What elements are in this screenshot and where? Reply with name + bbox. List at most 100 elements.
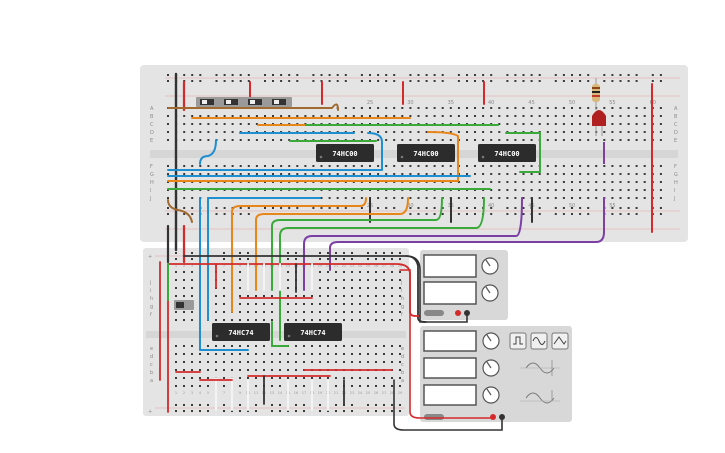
column-number: 25: [367, 100, 373, 106]
row-letter: J: [149, 196, 151, 202]
column-number: 26: [374, 391, 378, 395]
resistor[interactable]: [592, 78, 600, 110]
wire-green[interactable]: [271, 197, 443, 291]
row-letter: d: [401, 354, 404, 360]
chip-74hc00-3[interactable]: 74HC00: [478, 144, 536, 162]
column-number: 19: [318, 391, 322, 395]
row-letter: F: [150, 164, 153, 170]
column-number: 25: [366, 391, 370, 395]
triangle-wave-icon[interactable]: [551, 332, 569, 350]
voltage-display: [423, 254, 477, 278]
row-letter: h: [401, 296, 404, 302]
wire-blue[interactable]: [207, 197, 321, 321]
wire-purple[interactable]: [329, 197, 605, 271]
column-number: 1: [175, 264, 177, 268]
column-number: 29: [398, 264, 402, 268]
wire-green[interactable]: [271, 321, 289, 347]
row-letter: B: [674, 114, 678, 120]
row-letter: I: [674, 188, 675, 194]
wire-black[interactable]: [393, 379, 503, 431]
wire-white[interactable]: [247, 263, 313, 291]
chip-74hc74-1[interactable]: 74HC74: [212, 323, 270, 341]
column-number: 21: [334, 264, 338, 268]
wire-brown[interactable]: [167, 103, 339, 111]
row-letter: a: [401, 378, 404, 384]
row-letter: c: [401, 362, 404, 368]
row-letter: H: [674, 180, 678, 186]
row-letter: F: [674, 164, 677, 170]
wire-purple[interactable]: [303, 197, 523, 291]
column-number: 2: [183, 391, 185, 395]
dip-switch-bank[interactable]: [196, 97, 292, 107]
amplitude-display: [423, 357, 477, 379]
chip-label: 74HC74: [300, 329, 325, 337]
column-number: 3: [191, 391, 193, 395]
led[interactable]: [592, 110, 606, 136]
row-letter: g: [150, 304, 153, 310]
function-generator[interactable]: [420, 326, 572, 422]
wire-blue[interactable]: [167, 132, 383, 171]
column-number: 26: [374, 264, 378, 268]
wire-blue[interactable]: [199, 139, 217, 165]
column-number: 19: [318, 264, 322, 268]
column-number: 50: [569, 100, 575, 106]
row-letter: e: [150, 346, 153, 352]
chip-label: 74HC00: [413, 150, 438, 158]
row-letter: j: [149, 280, 151, 286]
wire-red[interactable]: [175, 371, 233, 381]
row-letter: D: [674, 130, 678, 136]
wire-black[interactable]: [405, 255, 468, 323]
row-letter: E: [674, 138, 677, 144]
column-number: 3: [191, 264, 193, 268]
wire-orange[interactable]: [167, 131, 459, 182]
row-letter: f: [150, 312, 152, 318]
chip-74hc74-2[interactable]: 74HC74: [284, 323, 342, 341]
generator-power-switch[interactable]: [424, 414, 444, 420]
row-letter: b: [401, 370, 404, 376]
wire-orange[interactable]: [255, 197, 409, 291]
power-supply[interactable]: [420, 250, 508, 320]
column-number: 21: [334, 391, 338, 395]
row-letter: g: [401, 304, 404, 310]
row-letter: G: [674, 172, 678, 178]
chip-74hc00-1[interactable]: 74HC00: [316, 144, 374, 162]
row-letter: b: [150, 370, 153, 376]
column-number: 27: [382, 264, 386, 268]
column-number: 25: [366, 264, 370, 268]
row-letter: i: [401, 288, 402, 294]
column-number: 9: [239, 264, 241, 268]
column-number: 27: [382, 391, 386, 395]
wire-red[interactable]: [399, 269, 494, 419]
column-number: 40: [488, 203, 494, 209]
chip-label: 74HC00: [494, 150, 519, 158]
wire-orange[interactable]: [231, 197, 367, 313]
column-number: 24: [358, 264, 363, 268]
waveform-offset-diagram: [520, 390, 560, 404]
wire-green[interactable]: [505, 132, 541, 173]
column-number: 4: [199, 391, 202, 395]
wire-brown[interactable]: [167, 199, 193, 223]
row-letter: A: [150, 106, 154, 112]
power-switch[interactable]: [424, 310, 444, 316]
wires[interactable]: [166, 72, 653, 264]
wire-green[interactable]: [279, 197, 485, 341]
current-display: [423, 281, 477, 305]
column-number: 30: [407, 203, 413, 209]
column-number: 2: [183, 264, 185, 268]
row-letter: i: [150, 288, 151, 294]
terminal-positive[interactable]: [455, 310, 461, 316]
chip-label: 74HC74: [228, 329, 253, 337]
chip-label: 74HC00: [332, 150, 357, 158]
square-wave-icon[interactable]: [509, 332, 527, 350]
generator-output-terminal[interactable]: [490, 414, 496, 420]
chip-74hc00-2[interactable]: 74HC00: [397, 144, 455, 162]
wire-blue[interactable]: [199, 197, 249, 351]
column-number: 22: [342, 264, 346, 268]
sine-wave-icon[interactable]: [530, 332, 548, 350]
row-letter: j: [400, 280, 402, 286]
slide-switch[interactable]: [174, 300, 194, 310]
wire-white[interactable]: [215, 377, 329, 411]
